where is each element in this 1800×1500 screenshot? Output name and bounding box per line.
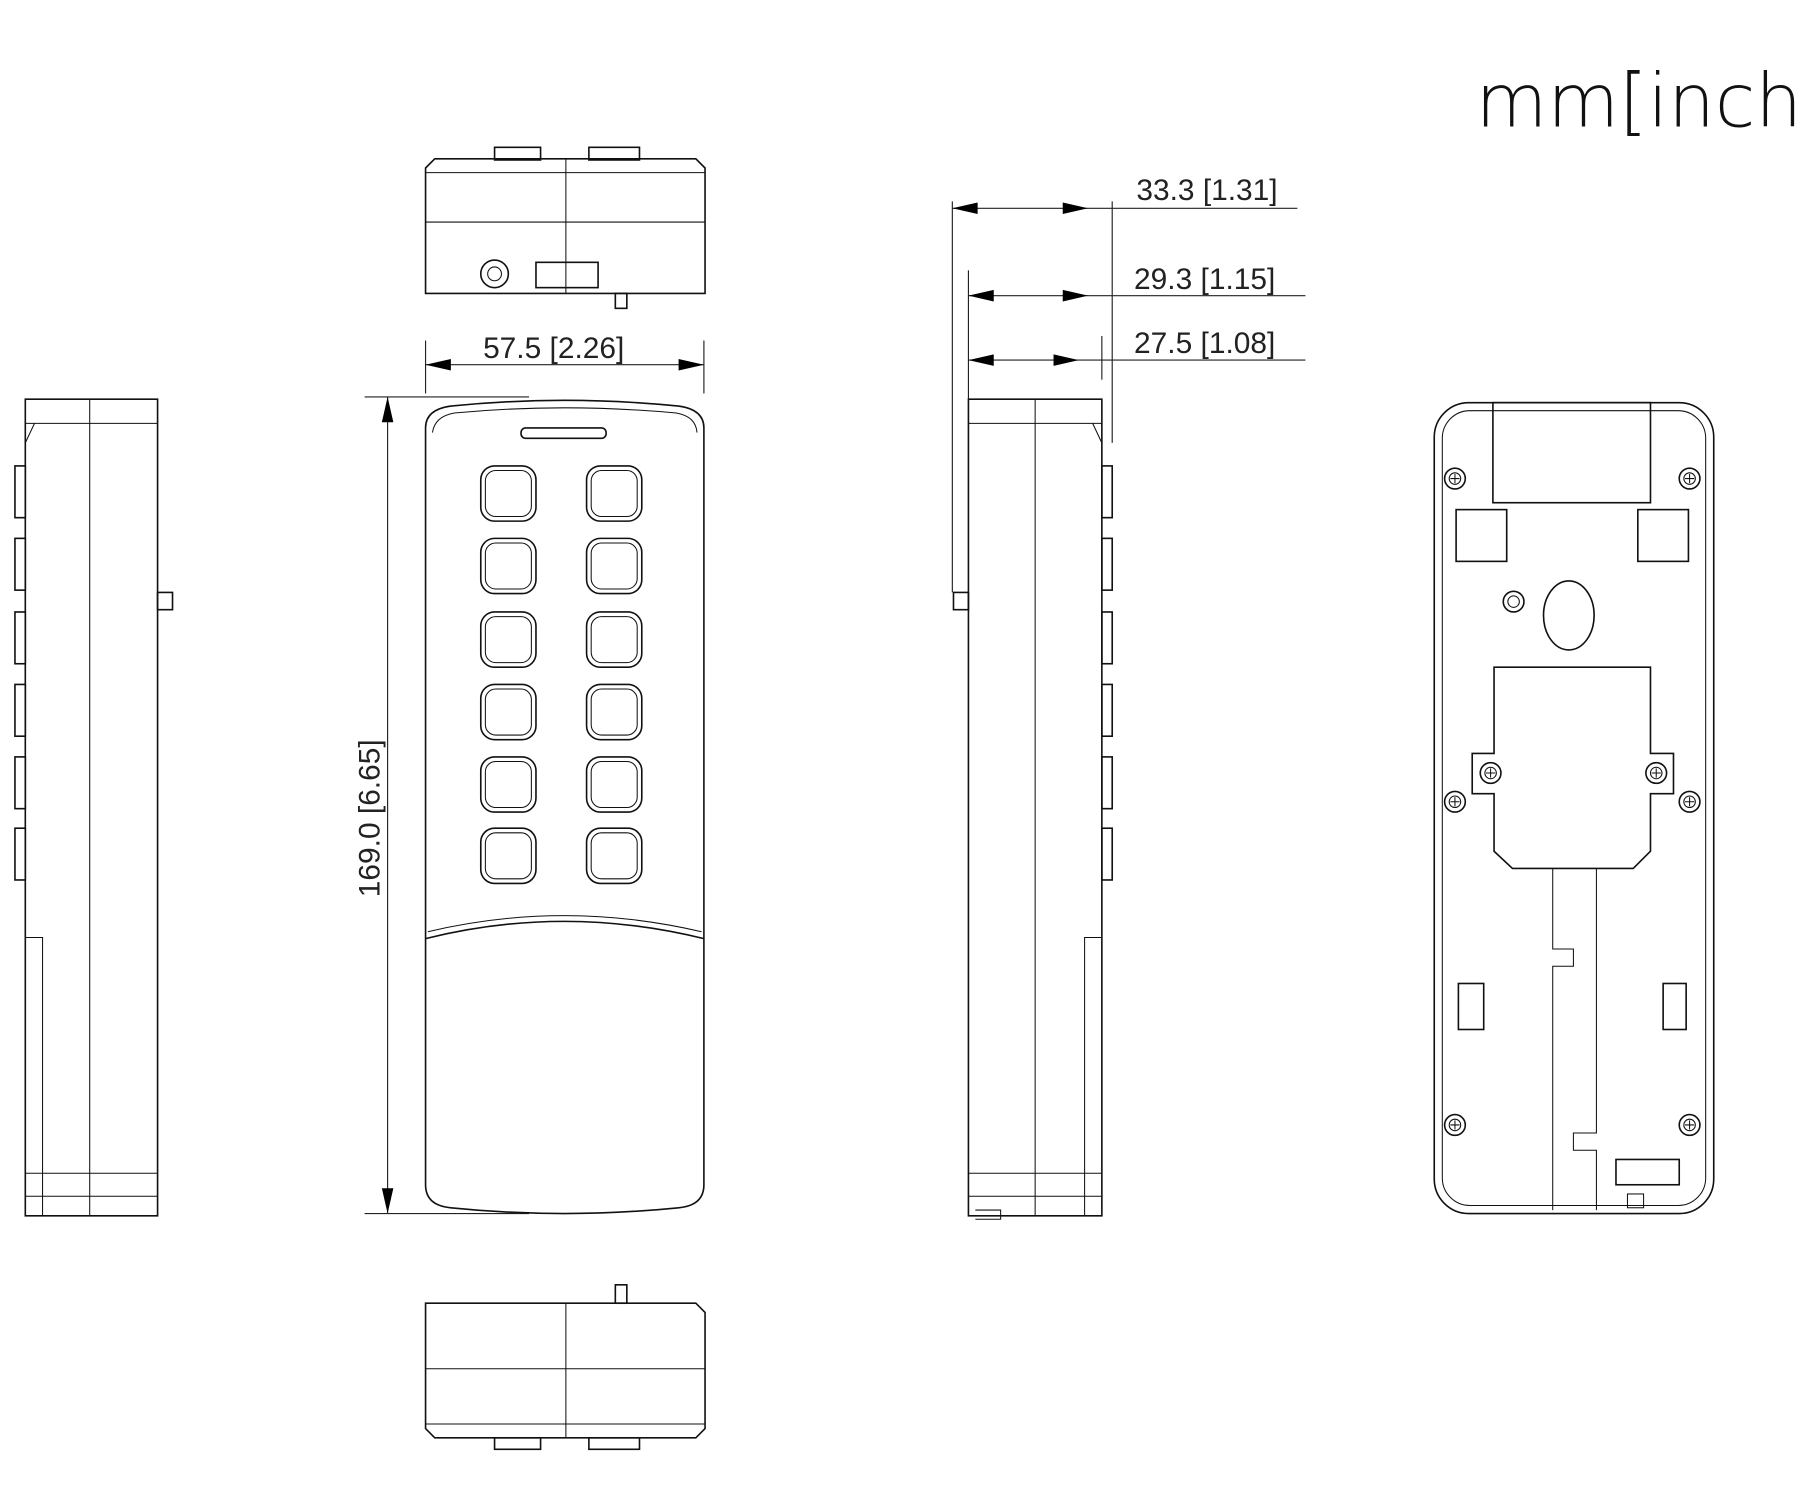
side-key-edge	[1101, 683, 1114, 738]
side-key-edge	[1101, 537, 1114, 591]
side-key-edge	[1101, 827, 1114, 881]
screw-icon	[1443, 1113, 1467, 1137]
side-key-edge	[14, 611, 27, 665]
keypad-key	[585, 683, 643, 741]
screw-icon	[1645, 761, 1668, 785]
keypad-key	[585, 537, 643, 595]
screw-icon	[1479, 761, 1502, 785]
screw-icon	[1443, 790, 1467, 813]
side-key-edge	[14, 756, 27, 810]
width-label: 57.5 [2.26]	[483, 332, 624, 365]
keypad-key	[479, 465, 537, 522]
keypad-key	[479, 683, 537, 741]
width-dimension: 57.5 [2.26]	[424, 332, 705, 394]
unit-label: mm[inch]	[1476, 60, 1800, 145]
keypad-key	[585, 756, 643, 813]
right-side-view	[952, 398, 1114, 1220]
side-key-edge	[1101, 611, 1114, 665]
front-view	[424, 399, 705, 1215]
keypad-key	[479, 537, 537, 595]
depth-dimensions: 33.3 [1.31] 29.3 [1.15] 27.5 [1.08]	[951, 174, 1306, 593]
keypad-key	[585, 827, 643, 885]
screw-icon	[1678, 1113, 1701, 1137]
height-dimension: 169.0 [6.65]	[354, 396, 530, 1215]
side-key-edge	[14, 827, 27, 881]
screw-icon	[1678, 790, 1701, 813]
depth-total-label: 33.3 [1.31]	[1136, 174, 1277, 207]
keypad-key	[479, 756, 537, 813]
side-key-edge	[1101, 756, 1114, 810]
top-view	[424, 146, 706, 310]
keypad-key	[585, 611, 643, 668]
side-key-edge	[14, 537, 27, 591]
side-key-edge	[1101, 465, 1114, 519]
keypad-key	[479, 827, 537, 885]
side-key-edge	[14, 683, 27, 738]
side-key-edge	[14, 465, 27, 519]
screw-icon	[1443, 467, 1467, 490]
left-side-view	[14, 398, 174, 1217]
keypad-key	[585, 465, 643, 522]
height-label: 169.0 [6.65]	[354, 739, 387, 897]
depth-body-label: 29.3 [1.15]	[1134, 263, 1275, 296]
depth-case-label: 27.5 [1.08]	[1134, 327, 1275, 360]
screw-icon	[1678, 467, 1701, 490]
keypad-key	[479, 611, 537, 668]
back-view	[1433, 401, 1715, 1215]
bottom-view	[424, 1284, 706, 1451]
